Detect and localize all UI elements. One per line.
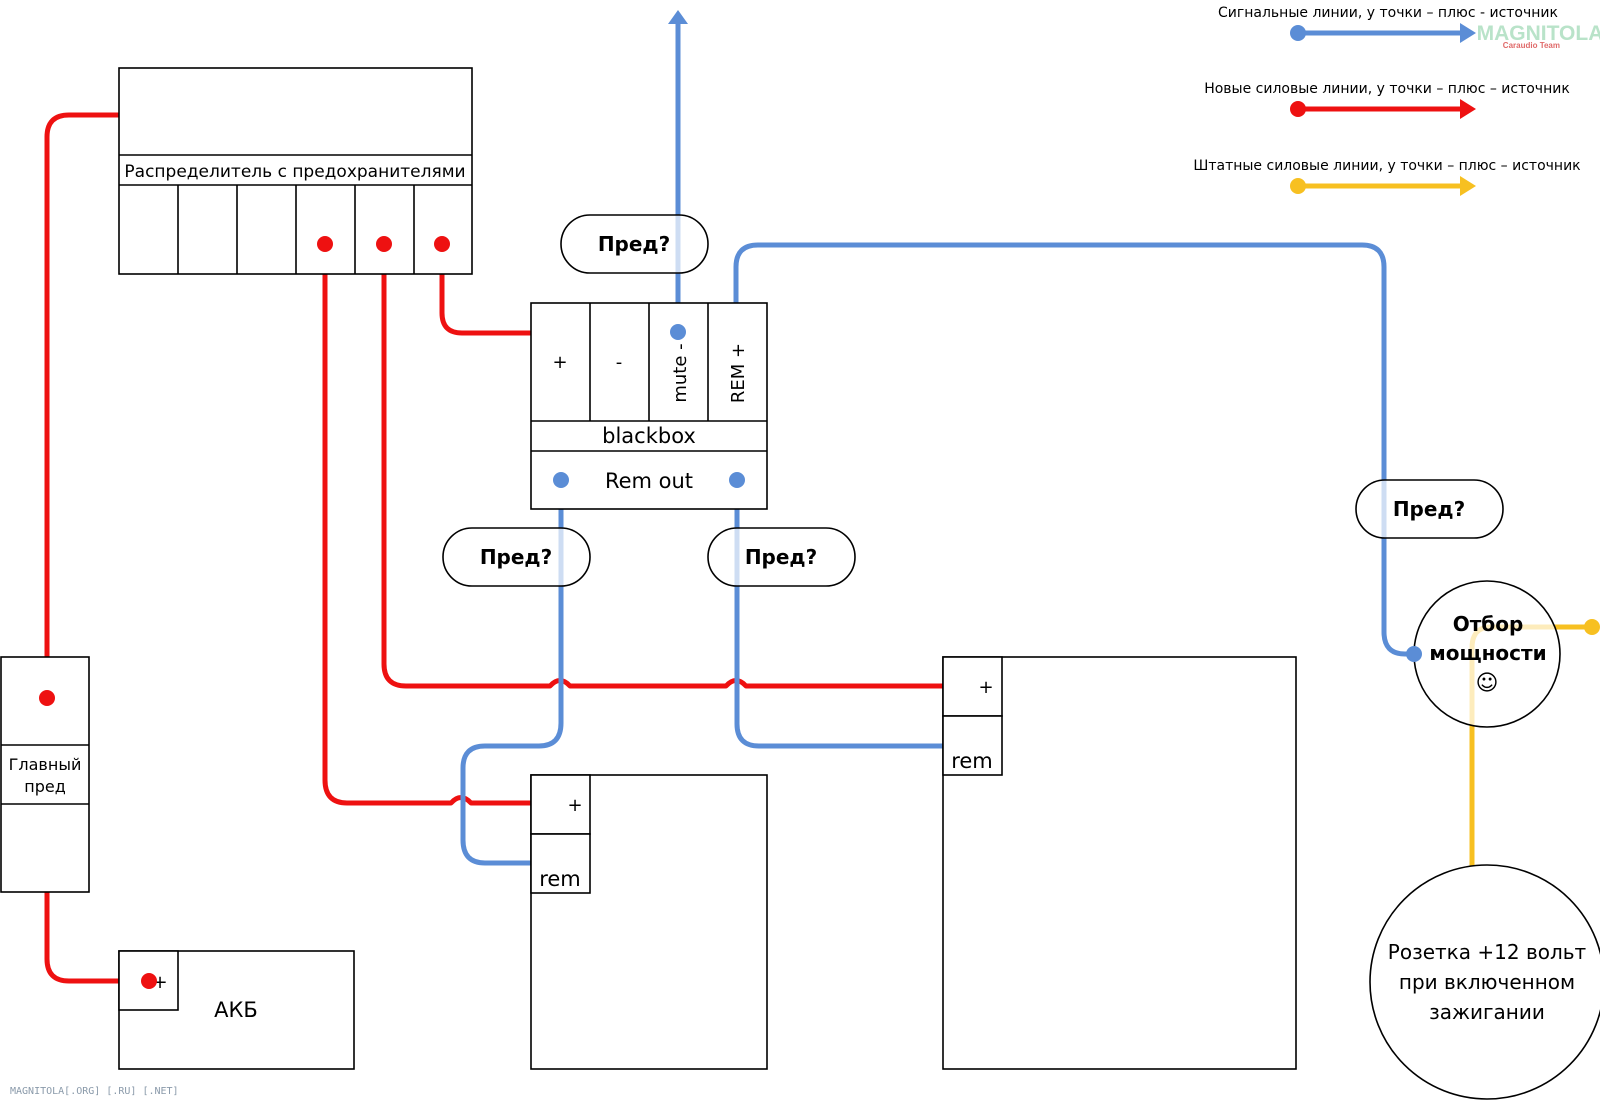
fuse-query-left-label: Пред? [480, 545, 552, 569]
legend-signal-arrow [1460, 23, 1476, 43]
legend-new-power-arrow [1460, 99, 1476, 119]
blackbox-plus-terminal: + [552, 352, 567, 373]
blackbox-mute-terminal: mute - [670, 343, 691, 402]
ignition-socket: Розетка +12 вольт при включенном зажиган… [1369, 864, 1600, 1100]
battery-plus-terminal: + [152, 972, 167, 993]
legend-stock-power-arrow [1460, 176, 1476, 196]
stock-power-dot [1584, 619, 1600, 635]
distributor-label: Распределитель с предохранителями [124, 162, 465, 182]
socket-line2: при включенном [1399, 970, 1575, 994]
rem-out-left-dot [553, 472, 569, 488]
mute-dot [670, 324, 686, 340]
legend-new-power-text: Новые силовые линии, у точки – плюс – ис… [1204, 81, 1570, 97]
fuse-query-left: Пред? [442, 527, 591, 587]
amplifier-left: + rem [530, 774, 768, 1070]
distributor-slot4-dot [317, 236, 333, 252]
legend-new-power-dot [1290, 101, 1306, 117]
power-tap-line2: мощности [1429, 641, 1546, 665]
distributor-slot6-dot [434, 236, 450, 252]
fuse-query-middle-label: Пред? [745, 545, 817, 569]
power-tap-smiley: ☺ [1476, 671, 1499, 696]
amp-left-plus-terminal: + [567, 795, 582, 816]
fuse-query-right: Пред? [1355, 479, 1504, 539]
amp-left-rem-terminal: rem [539, 867, 581, 891]
battery-label: АКБ [214, 998, 258, 1022]
watermark: MAGNITOLA[.ORG] [.RU] [.NET] [10, 1086, 179, 1097]
legend: Сигнальные линии, у точки – плюс - источ… [1193, 5, 1600, 196]
blackbox-minus-terminal: - [616, 352, 623, 373]
legend-signal-text: Сигнальные линии, у точки – плюс - источ… [1218, 5, 1558, 21]
fuse-query-middle: Пред? [707, 527, 856, 587]
blackbox: + - mute - REM + blackbox Rem out [530, 302, 768, 510]
svg-text:Caraudio Team: Caraudio Team [1503, 41, 1560, 50]
amp-right-rem-terminal: rem [951, 749, 993, 773]
blackbox-rem-out-label: Rem out [605, 469, 693, 493]
fuse-distributor: Распределитель с предохранителями [118, 67, 473, 275]
amp-right-plus-terminal: + [978, 677, 993, 698]
wire-power-tap-to-rem [726, 242, 1417, 657]
svg-text:MAGNITOLA: MAGNITOLA [1477, 22, 1600, 45]
legend-stock-power-text: Штатные силовые линии, у точки – плюс – … [1193, 158, 1580, 174]
amplifier-right: + rem [942, 656, 1297, 1070]
power-tap: Отбор мощности ☺ [1413, 580, 1561, 728]
battery: + АКБ [118, 950, 355, 1070]
wire-rem-out-to-amp-right [734, 477, 970, 756]
main-fuse-dot [39, 690, 55, 706]
legend-signal-dot [1290, 25, 1306, 41]
fuse-query-top-label: Пред? [598, 232, 670, 256]
power-tap-blue-dot [1406, 646, 1422, 662]
fuse-query-right-label: Пред? [1393, 497, 1465, 521]
main-fuse-label-line1: Главный [9, 755, 82, 774]
fuse-query-top: Пред? [560, 214, 709, 274]
distributor-slot5-dot [376, 236, 392, 252]
socket-line1: Розетка +12 вольт [1388, 940, 1587, 964]
battery-plus-dot [141, 973, 157, 989]
legend-stock-power-dot [1290, 178, 1306, 194]
rem-out-right-dot [729, 472, 745, 488]
power-tap-line1: Отбор [1453, 612, 1524, 636]
blackbox-rem-plus-terminal: REM + [728, 343, 749, 403]
socket-line3: зажигании [1429, 1000, 1545, 1024]
source-dots [39, 236, 1600, 989]
main-fuse-label-line2: пред [24, 777, 66, 796]
wire-mute-up [668, 10, 688, 335]
magnitola-logo: MAGNITOLA Caraudio Team [1477, 22, 1600, 50]
blackbox-title: blackbox [602, 424, 696, 448]
